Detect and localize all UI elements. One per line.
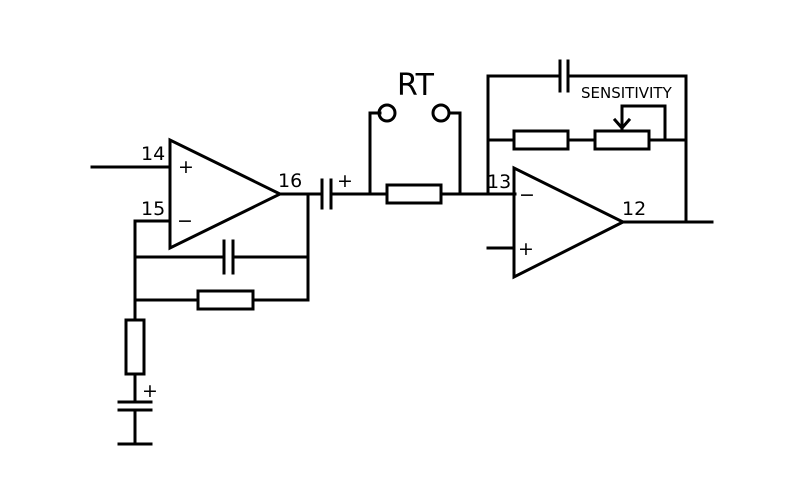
coupling-cap-plus-sign: + [337,170,353,192]
rt-label: RT [397,68,435,103]
sensitivity-potentiometer [593,129,651,151]
feedback-resistor [196,289,255,311]
ground-cap-plus-sign: + [142,380,158,402]
pin-12-label: 12 [622,198,646,220]
op-amp-1-plus-sign: + [178,156,194,178]
op-amp-1-minus-sign: − [177,210,193,232]
rt-right-wire [447,111,462,196]
potentiometer-wiper-wire [620,104,667,142]
pin-14-label: 14 [141,143,165,165]
rt-terminal-left [377,103,397,123]
sensitivity-label: SENSITIVITY [581,84,673,102]
ground-resistor [124,318,146,376]
pin-15-wire [133,219,172,322]
op-amp-2 [512,165,627,280]
pin-15-label: 15 [141,198,165,220]
potentiometer-wiper-arrow [612,117,632,131]
fb-resistor [512,129,570,151]
rt-terminal-right [431,103,451,123]
op-amp-2-minus-sign: − [519,184,535,206]
op-amp-1 [168,137,284,251]
pin-16-label: 16 [278,170,302,192]
op-amp-2-plus-sign: + [518,238,534,260]
pin-13-label: 13 [487,171,511,193]
series-resistor [385,183,443,205]
rt-left-wire [368,111,382,196]
